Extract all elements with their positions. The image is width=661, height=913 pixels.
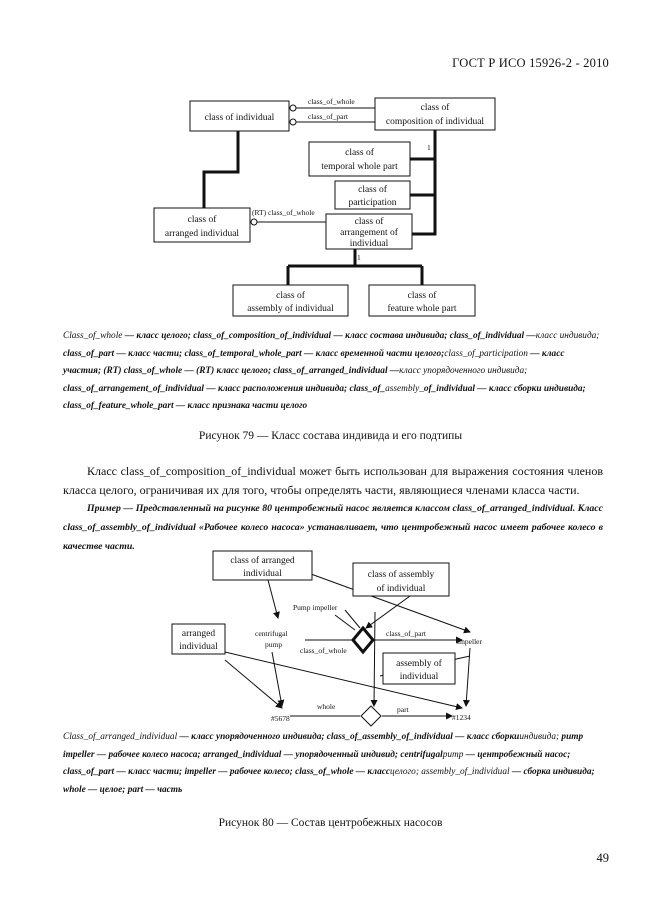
svg-text:class of arranged: class of arranged [230,555,295,566]
svg-text:class of: class of [421,102,451,113]
legend-segment: class_of_part — класс части; class_of_te… [63,348,445,359]
svg-text:class of: class of [355,216,385,227]
svg-text:assembly of: assembly of [396,658,442,669]
label-centrifugal: centrifugal [255,629,287,638]
svg-text:class of: class of [345,147,375,158]
document-header: ГОСТ Р ИСО 15926-2 - 2010 [452,56,609,70]
box-class-of-arranged-individual: class of arranged individual [153,207,251,243]
box-class-of-participation: class of participation [334,180,411,210]
legend-segment: class_of_arrangement_of_individual — кла… [63,383,386,394]
box-class-of-assembly-of-individual: class of assembly of individual [232,284,349,317]
svg-text:temporal whole part: temporal whole part [321,162,398,172]
legend-segment: Class_of_arranged_individual [63,732,178,742]
body-paragraph: Класс class_of_composition_of_individual… [63,464,603,497]
box-class-of-temporal-whole-part: class of temporal whole part [308,141,411,177]
label-pump-impeller: Pump impeller [293,603,338,612]
legend-segment: Class_of_whole [63,331,123,341]
multiplicity-one-b: 1 [357,253,361,262]
svg-text:individual: individual [400,672,439,682]
multiplicity-one-a: 1 [427,143,431,152]
label-whole: whole [317,702,336,711]
legend-segment: — класс участия; (RT) class_of_whole — (… [63,348,565,377]
box-class-of-feature-whole-part: class of feature whole part [368,284,476,317]
legend-segment: pump impeller — рабочее колесо насоса; a… [63,732,584,760]
svg-text:arrangement of: arrangement of [340,227,399,238]
box-arranged-individual: arranged individual [171,623,226,655]
figure-80-diagram: class of arranged individual class of as… [171,550,482,727]
svg-text:class of assembly: class of assembly [368,569,435,580]
svg-text:composition of individual: composition of individual [386,116,485,127]
svg-text:class of: class of [276,290,306,301]
figure-79-caption: Рисунок 79 — Класс состава индивида и ег… [198,430,463,442]
svg-text:assembly of individual: assembly of individual [247,303,334,314]
edge-class-of-whole: class_of_whole [308,97,355,106]
legend-segment: класс упорядоченного индивида; [399,366,528,376]
svg-text:individual: individual [179,642,218,652]
legend-segment: класс индивида; [535,331,600,341]
box-assembly-of-individual: assembly of individual [382,652,456,685]
figure-80-caption: Рисунок 80 — Состав центробежных насосов [218,817,443,829]
svg-text:feature whole part: feature whole part [387,303,456,314]
legend-segment: целого; assembly_of_individual [389,767,510,777]
box-class-of-arrangement-of-individual: class of arrangement of individual [325,213,413,250]
svg-text:individual: individual [350,239,389,249]
label-class-of-whole: class_of_whole [300,646,347,655]
svg-text:arranged: arranged [182,629,215,639]
legend-segment: — центробежный насос; class_of_part — кл… [63,749,571,778]
example-paragraph: Пример — Представленный на рисунке 80 це… [63,503,603,552]
box-class-of-arranged-individual-80: class of arranged individual [212,550,313,581]
legend-segment: — сборка индивида; whole — целое; part —… [63,767,595,795]
edge-class-of-part: class_of_part [308,112,349,121]
label-part: part [397,705,410,714]
figure-79-diagram: class_of_whole class_of_part 1 (RT) clas… [153,97,496,317]
svg-text:arranged individual: arranged individual [165,229,239,239]
svg-text:class of individual: class of individual [205,112,275,123]
box-class-of-individual: class of individual [189,100,290,132]
legend-segment: — класс упорядоченного индивида; class_o… [177,732,520,742]
svg-text:class of: class of [358,184,388,195]
box-class-of-assembly-of-individual-80: class of assembly of individual [352,562,450,597]
legend-segment: — класс целого; class_of_composition_of_… [122,331,536,341]
svg-text:class of: class of [188,214,218,225]
box-class-of-composition-of-individual: class of composition of individual [374,97,496,131]
svg-text:participation: participation [348,198,396,208]
figure-79-legend: Class_of_whole — класс целого; class_of_… [63,328,603,416]
legend-segment: assembly_ [385,383,424,394]
legend-segment: индивида; [519,732,562,742]
edge-rt-class-of-whole: (RT) class_of_whole [252,208,315,217]
label-id-1234: #1234 [452,713,471,722]
svg-text:individual: individual [243,569,282,579]
svg-text:of individual: of individual [377,583,426,594]
page-number: 49 [596,851,610,865]
label-class-of-part: class_of_part [386,629,427,638]
label-id-5678: #5678 [271,714,290,723]
label-impeller: impeller [457,637,482,646]
legend-segment: pump [442,749,464,760]
figure-80-legend: Class_of_arranged_individual — класс упо… [63,729,603,799]
svg-text:class of: class of [408,290,438,301]
label-pump: pump [265,640,282,649]
legend-segment: class_of_participation [444,348,528,359]
legend-segment: of_individual — класс сборки индивида; c… [63,383,586,412]
